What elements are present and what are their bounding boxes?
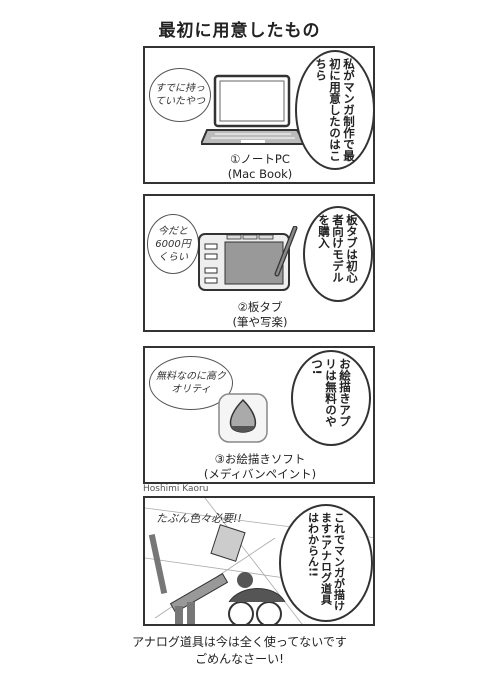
pen-tablet-icon [198, 226, 298, 291]
comic-panel-1: すでに持っていたやつ ①ノートPC (Mac Book) 私がマンガ制作で最初に… [143, 46, 375, 184]
laptop-icon [201, 74, 307, 145]
art-supplies-illustration [145, 498, 373, 624]
item-detail: (筆や写楽) [232, 315, 288, 329]
handwritten-note: すでに持っていたやつ [149, 68, 211, 122]
comic-panel-4: たぶん色々必要!! これでマンガが描けます!アナログ道具はわからん!! [143, 496, 375, 626]
speech-bubble: これでマンガが描けます!アナログ道具はわからん!! [279, 504, 373, 622]
item-name: ①ノートPC [230, 152, 290, 166]
speech-bubble: 私がマンガ制作で最初に用意したのはこちら [295, 50, 375, 170]
footer-line-1: アナログ道具は今は全く使ってないです [132, 635, 347, 649]
comic-panel-2: 今だと6000円くらい ②板タブ (筆や写楽) 板タブは初心者向けモデルを購入 [143, 194, 375, 332]
item-detail: (メディバンペイント) [203, 467, 317, 481]
footer-line-2: ごめんなさーい! [195, 652, 284, 666]
speech-bubble: 板タブは初心者向けモデルを購入 [303, 206, 373, 302]
speech-bubble: お絵描きアプリは無料のやつ! [291, 350, 371, 446]
page-title: 最初に用意したもの [158, 21, 321, 41]
medibang-paint-icon [218, 393, 268, 443]
item-name: ②板タブ [237, 300, 283, 314]
handwritten-note: たぶん色々必要!! [156, 511, 242, 525]
handwritten-note: 今だと6000円くらい [147, 214, 199, 274]
item-name: ③お絵描きソフト [214, 452, 306, 466]
footer-note: アナログ道具は今は全く使ってないです ごめんなさーい! [0, 634, 479, 668]
comic-panel-3: 無料なのに高クオリティ ③お絵描きソフト (メディバンペイント) お絵描きアプリ… [143, 346, 375, 484]
item-detail: (Mac Book) [227, 167, 293, 181]
author-credit: Hoshimi Kaoru [143, 484, 209, 494]
